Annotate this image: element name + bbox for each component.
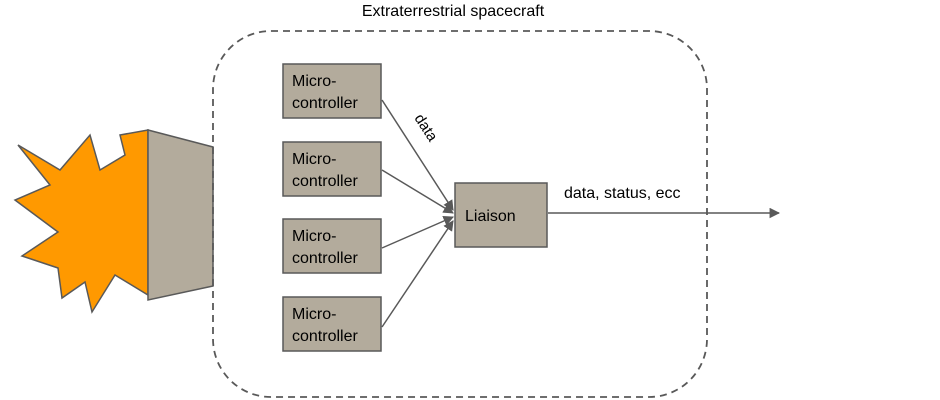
microcontroller-4: Micro- controller [282, 296, 382, 352]
microcontroller-1-line1: Micro- [292, 73, 336, 90]
microcontroller-4-line1: Micro- [292, 306, 336, 323]
thruster-nozzle [147, 129, 214, 301]
arrow-mc4-to-liaison [381, 220, 454, 328]
spacecraft-boundary [212, 30, 708, 398]
arrow-mc1-to-liaison [381, 99, 454, 211]
microcontroller-2: Micro- controller [282, 141, 382, 197]
arrow-mc2-to-liaison [381, 169, 454, 214]
output-label: data, status, ecc [564, 185, 681, 202]
explosion-icon [13, 129, 149, 314]
spacecraft-title: Extraterrestrial spacecraft [362, 3, 545, 20]
edge-data-label: data [411, 111, 442, 145]
microcontroller-3-line1: Micro- [292, 228, 336, 245]
microcontroller-1: Micro- controller [282, 63, 382, 119]
microcontroller-2-line1: Micro- [292, 151, 336, 168]
microcontroller-4-line2: controller [292, 328, 358, 345]
liaison-label: Liaison [465, 208, 516, 225]
microcontroller-2-line2: controller [292, 173, 358, 190]
microcontroller-3: Micro- controller [282, 218, 382, 274]
arrow-mc3-to-liaison [381, 215, 454, 249]
microcontroller-1-line2: controller [292, 95, 358, 112]
microcontroller-3-line2: controller [292, 250, 358, 267]
liaison-box: Liaison [454, 182, 548, 248]
